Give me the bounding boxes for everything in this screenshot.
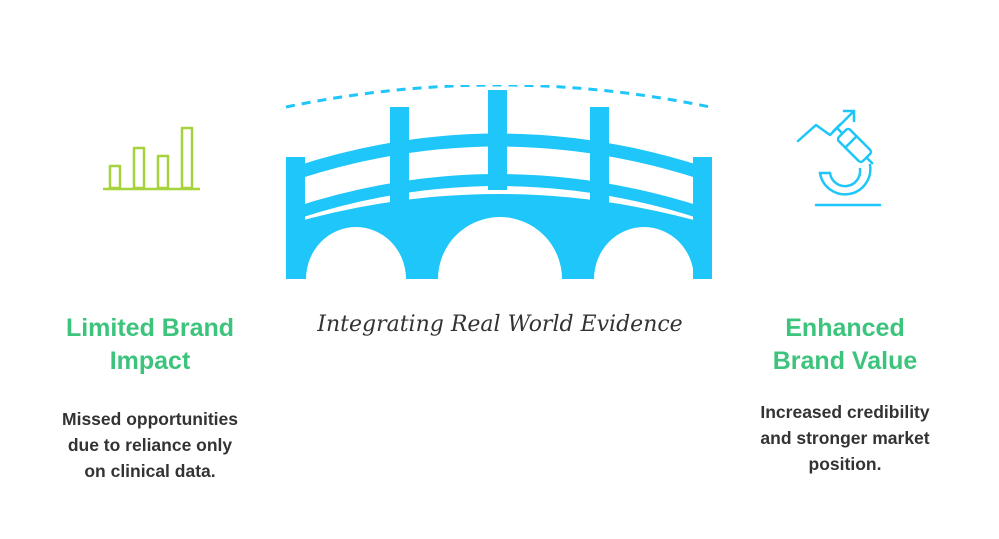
right-title: Enhanced Brand Value: [715, 312, 975, 378]
left-description: Missed opportunities due to reliance onl…: [20, 406, 280, 484]
left-desc-line1: Missed opportunities: [62, 409, 238, 429]
growth-syringe-icon: [790, 103, 900, 213]
bar-chart-icon: [100, 120, 205, 195]
right-desc-line2: and stronger market: [760, 428, 930, 448]
left-title-line1: Limited Brand: [65, 314, 235, 342]
right-description: Increased credibility and stronger marke…: [715, 399, 975, 477]
left-desc-line3: on clinical data.: [84, 461, 216, 481]
left-title: Limited Brand Impact: [20, 312, 280, 378]
right-desc-line3: position.: [808, 454, 882, 474]
left-desc-line2: due to reliance only: [67, 435, 233, 455]
bridge-icon: [280, 83, 720, 285]
right-desc-line1: Increased credibility: [760, 402, 930, 422]
right-title-line1: Enhanced: [785, 314, 905, 342]
bridge-caption: Integrating Real World Evidence: [317, 312, 683, 337]
right-title-line2: Brand Value: [772, 347, 918, 375]
left-title-line2: Impact: [109, 347, 191, 375]
